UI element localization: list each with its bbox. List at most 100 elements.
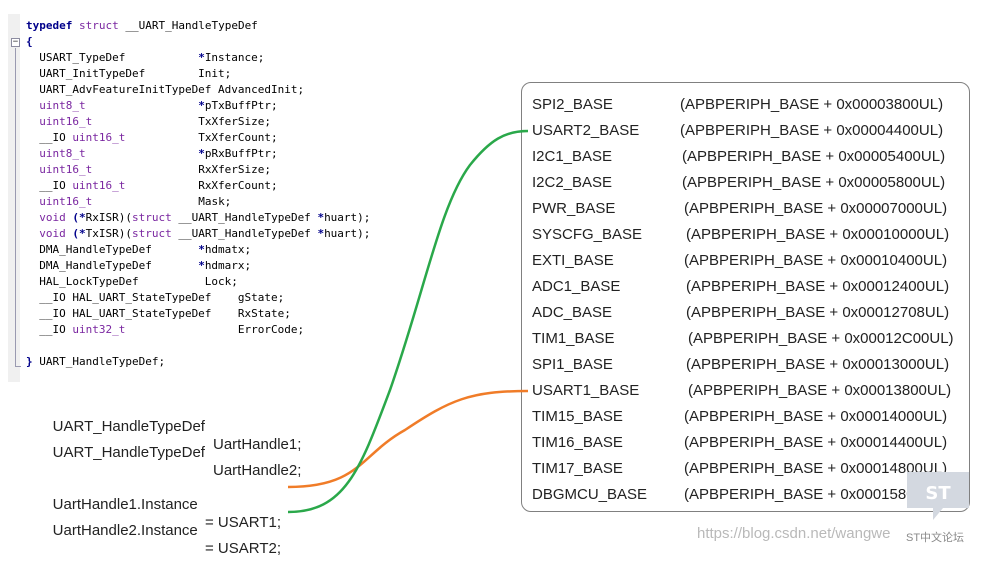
fold-collapse-icon[interactable]: − <box>11 37 20 47</box>
register-name: PWR_BASE <box>532 200 616 217</box>
code-token: uint8_t <box>39 147 86 160</box>
register-name: SPI2_BASE <box>532 96 613 113</box>
register-value: (APBPERIPH_BASE + 0x00005400UL) <box>682 148 946 165</box>
code-token: (* <box>72 211 86 224</box>
code-line: { <box>26 34 33 50</box>
code-token: __IO <box>26 131 73 144</box>
register-definitions-panel: SPI2_BASE (APBPERIPH_BASE + 0x00003800UL)… <box>521 82 970 512</box>
code-line: uint8_t *pRxBuffPtr; <box>26 146 277 162</box>
code-token: struct <box>78 19 119 32</box>
code-token: * <box>198 259 205 272</box>
declaration-type: UART_HandleTypeDef <box>52 418 205 435</box>
code-token: DMA_HandleTypeDef <box>26 243 199 256</box>
register-name: SPI1_BASE <box>532 356 613 373</box>
register-name: USART1_BASE <box>532 382 640 399</box>
code-token: TxISR)( <box>85 227 132 240</box>
code-line: DMA_HandleTypeDef *hdmatx; <box>26 242 251 258</box>
register-value: (APBPERIPH_BASE + 0x00010000UL) <box>686 226 950 243</box>
code-token: * <box>198 51 205 64</box>
register-value: (APBPERIPH_BASE + 0x00012708UL) <box>686 304 950 321</box>
code-line: DMA_HandleTypeDef *hdmarx; <box>26 258 251 274</box>
register-name: ADC1_BASE <box>532 278 621 295</box>
register-value: (APBPERIPH_BASE + 0x00004400UL) <box>680 122 944 139</box>
declaration-name: UartHandle2; <box>213 462 302 479</box>
code-token: * <box>317 211 325 224</box>
code-token: typedef <box>26 19 73 32</box>
register-name: TIM15_BASE <box>532 408 623 425</box>
declaration-type: UART_HandleTypeDef <box>52 444 205 461</box>
code-line: USART_TypeDef *Instance; <box>26 50 264 66</box>
code-token: { <box>26 35 33 48</box>
register-name: EXTI_BASE <box>532 252 614 269</box>
register-name: SYSCFG_BASE <box>532 226 643 243</box>
code-token: __IO <box>26 323 73 336</box>
code-token: RxXferSize; <box>92 163 272 176</box>
code-line: __IO HAL_UART_StateTypeDef RxState; <box>26 306 291 322</box>
assignment-line: UartHandle1.Instance = USART1; <box>36 478 281 550</box>
code-gutter: − <box>8 14 21 382</box>
register-value: (APBPERIPH_BASE + 0x00010400UL) <box>684 252 948 269</box>
code-token: Mask; <box>92 195 232 208</box>
code-token: HAL_LockTypeDef Lock; <box>26 275 238 288</box>
register-value: (APBPERIPH_BASE + 0x00014400UL) <box>684 434 948 451</box>
register-name: TIM1_BASE <box>532 330 615 347</box>
code-token: void <box>39 227 66 240</box>
st-forum-logo-icon: ST <box>907 472 969 520</box>
code-token: __UART_HandleTypeDef <box>171 211 318 224</box>
code-line: void (*TxISR)(struct __UART_HandleTypeDe… <box>26 226 370 242</box>
code-token: struct <box>131 211 172 224</box>
code-line: __IO uint16_t RxXferCount; <box>26 178 278 194</box>
code-token: __UART_HandleTypeDef <box>118 19 258 32</box>
code-line: void (*RxISR)(struct __UART_HandleTypeDe… <box>26 210 370 226</box>
code-line: __IO uint32_t ErrorCode; <box>26 322 304 338</box>
code-token: __UART_HandleTypeDef <box>171 227 318 240</box>
code-token: } UART_HandleTypeDef; <box>26 355 166 368</box>
code-line: uint16_t TxXferSize; <box>26 114 271 130</box>
code-line: HAL_LockTypeDef Lock; <box>26 274 238 290</box>
usart1-connector-line <box>287 389 529 489</box>
assignment-lhs: UartHandle2.Instance <box>52 522 198 539</box>
code-token: void <box>39 211 66 224</box>
code-token: RxXferCount; <box>125 179 278 192</box>
assignment-rhs: = USART1; <box>205 514 282 531</box>
code-line: typedef struct __UART_HandleTypeDef <box>26 18 258 34</box>
code-token: hdmatx; <box>204 243 252 256</box>
code-token: * <box>317 227 325 240</box>
svg-text:ST: ST <box>925 483 951 504</box>
code-line: uint8_t *pTxBuffPtr; <box>26 98 278 114</box>
usart2-connector-line <box>287 129 529 514</box>
register-value: (APBPERIPH_BASE + 0x00013000UL) <box>686 356 950 373</box>
code-token: DMA_HandleTypeDef <box>26 259 199 272</box>
code-token: huart); <box>324 211 371 224</box>
assignment-lhs: UartHandle1.Instance <box>52 496 198 513</box>
code-token: struct <box>131 227 172 240</box>
code-token: uint8_t <box>39 99 86 112</box>
register-name: DBGMCU_BASE <box>532 486 648 503</box>
code-token: __IO HAL_UART_StateTypeDef RxState; <box>26 307 291 320</box>
code-token: uint16_t <box>39 163 93 176</box>
code-token: ErrorCode; <box>125 323 305 336</box>
register-name: I2C1_BASE <box>532 148 613 165</box>
register-value: (APBPERIPH_BASE + 0x00013800UL) <box>688 382 952 399</box>
register-value: (APBPERIPH_BASE + 0x00003800UL) <box>680 96 944 113</box>
code-token: uint16_t <box>72 179 126 192</box>
declaration-name: UartHandle1; <box>213 436 302 453</box>
code-token: (* <box>72 227 86 240</box>
code-token: USART_TypeDef <box>26 51 199 64</box>
code-token: TxXferCount; <box>125 131 278 144</box>
code-line: UART_InitTypeDef Init; <box>26 66 231 82</box>
register-name: TIM17_BASE <box>532 460 623 477</box>
code-token: UART_InitTypeDef Init; <box>26 67 232 80</box>
code-line: UART_AdvFeatureInitTypeDef AdvancedInit; <box>26 82 304 98</box>
register-value: (APBPERIPH_BASE + 0x00012400UL) <box>686 278 950 295</box>
fold-guide-end <box>15 366 21 367</box>
code-token: pTxBuffPtr; <box>204 99 278 112</box>
register-name: TIM16_BASE <box>532 434 623 451</box>
watermark-url: https://blog.csdn.net/wangwe <box>697 525 891 542</box>
declaration-line: UART_HandleTypeDef UartHandle1; <box>36 400 302 472</box>
watermark-caption: ST中文论坛 <box>906 532 965 544</box>
register-value: (APBPERIPH_BASE + 0x00012C00UL) <box>688 330 954 347</box>
code-token: __IO HAL_UART_StateTypeDef gState; <box>26 291 285 304</box>
code-token: RxISR)( <box>85 211 132 224</box>
code-token: uint16_t <box>39 195 93 208</box>
